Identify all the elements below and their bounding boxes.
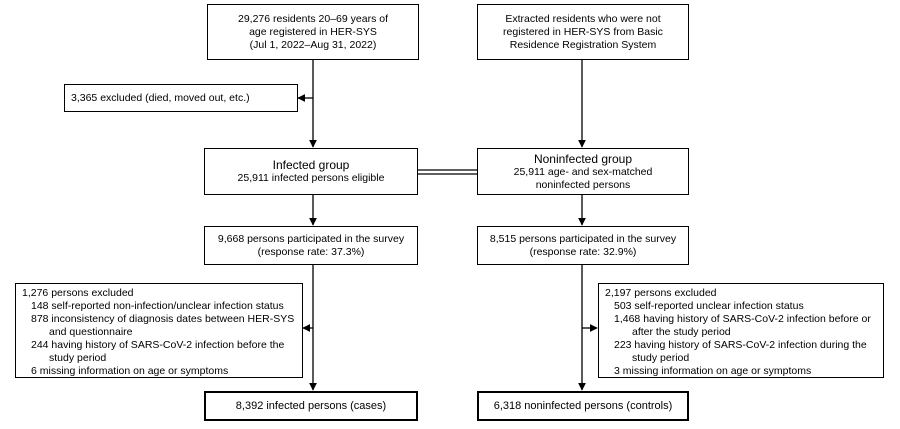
noninfected-source-line-3: Residence Registration System (509, 38, 657, 51)
noninfected-group-title: Noninfected group (533, 151, 633, 166)
infected-exclusion-item: 878 inconsistency of diagnosis dates bet… (31, 313, 295, 325)
initial-exclusion-text: 3,365 excluded (died, moved out, etc.) (71, 91, 250, 104)
infected-exclusion-item-cont: and questionnaire (49, 326, 133, 338)
infected-survey-line-2: (response rate: 37.3%) (257, 245, 365, 258)
noninfected-exclusion-item-cont: after the study period (632, 326, 731, 338)
noninfected-exclusion-item: 503 self-reported unclear infection stat… (614, 300, 804, 312)
noninfected-final-box: 6,318 noninfected persons (controls) (477, 391, 689, 421)
infected-survey-box: 9,668 persons participated in the survey… (204, 226, 418, 265)
infected-group-box: Infected group 25,911 infected persons e… (204, 148, 418, 195)
infected-exclusion-item: 6 missing information on age or symptoms (31, 365, 229, 377)
noninfected-exclusion-item: 3 missing information on age or symptoms (614, 365, 812, 377)
noninfected-exclusion-header: 2,197 persons excluded (605, 287, 717, 299)
noninfected-source-line-1: Extracted residents who were not (505, 12, 661, 25)
infected-survey-line-1: 9,668 persons participated in the survey (217, 232, 405, 245)
noninfected-survey-box: 8,515 persons participated in the survey… (477, 226, 689, 265)
noninfected-exclusion-item: 223 having history of SARS-CoV-2 infecti… (614, 339, 867, 351)
noninfected-source-box: Extracted residents who were not registe… (477, 4, 689, 60)
noninfected-group-detail-line-2: noninfected persons (535, 178, 631, 191)
noninfected-source-line-2: registered in HER-SYS from Basic (503, 25, 663, 38)
noninfected-survey-line-1: 8,515 persons participated in the survey (489, 232, 677, 245)
infected-exclusion-header: 1,276 persons excluded (22, 287, 134, 299)
infected-exclusion-item-cont: study period (49, 352, 107, 364)
infected-final-text: 8,392 infected persons (cases) (235, 399, 387, 412)
infected-group-detail: 25,911 infected persons eligible (237, 172, 385, 184)
noninfected-group-detail-line-1: 25,911 age- and sex-matched (513, 165, 653, 178)
initial-exclusion-box: 3,365 excluded (died, moved out, etc.) (64, 84, 298, 112)
infected-exclusion-box: 1,276 persons excluded 148 self-reported… (15, 283, 303, 378)
infected-source-line-3: (Jul 1, 2022–Aug 31, 2022) (249, 38, 377, 51)
noninfected-exclusion-item: 1,468 having history of SARS-CoV-2 infec… (614, 313, 871, 325)
infected-source-line-1: 29,276 residents 20–69 years of (237, 12, 389, 25)
infected-final-box: 8,392 infected persons (cases) (204, 391, 418, 421)
noninfected-exclusion-item-cont: study period (632, 352, 690, 364)
infected-group-title: Infected group (272, 158, 350, 172)
noninfected-survey-line-2: (response rate: 32.9%) (529, 245, 637, 258)
infected-exclusion-item: 148 self-reported non-infection/unclear … (31, 300, 284, 312)
infected-source-box: 29,276 residents 20–69 years of age regi… (207, 4, 419, 60)
infected-source-line-2: age registered in HER-SYS (249, 25, 377, 38)
infected-exclusion-item: 244 having history of SARS-CoV-2 infecti… (31, 339, 285, 351)
noninfected-group-box: Noninfected group 25,911 age- and sex-ma… (477, 148, 689, 195)
noninfected-exclusion-box: 2,197 persons excluded 503 self-reported… (598, 283, 884, 378)
noninfected-final-text: 6,318 noninfected persons (controls) (493, 399, 673, 412)
